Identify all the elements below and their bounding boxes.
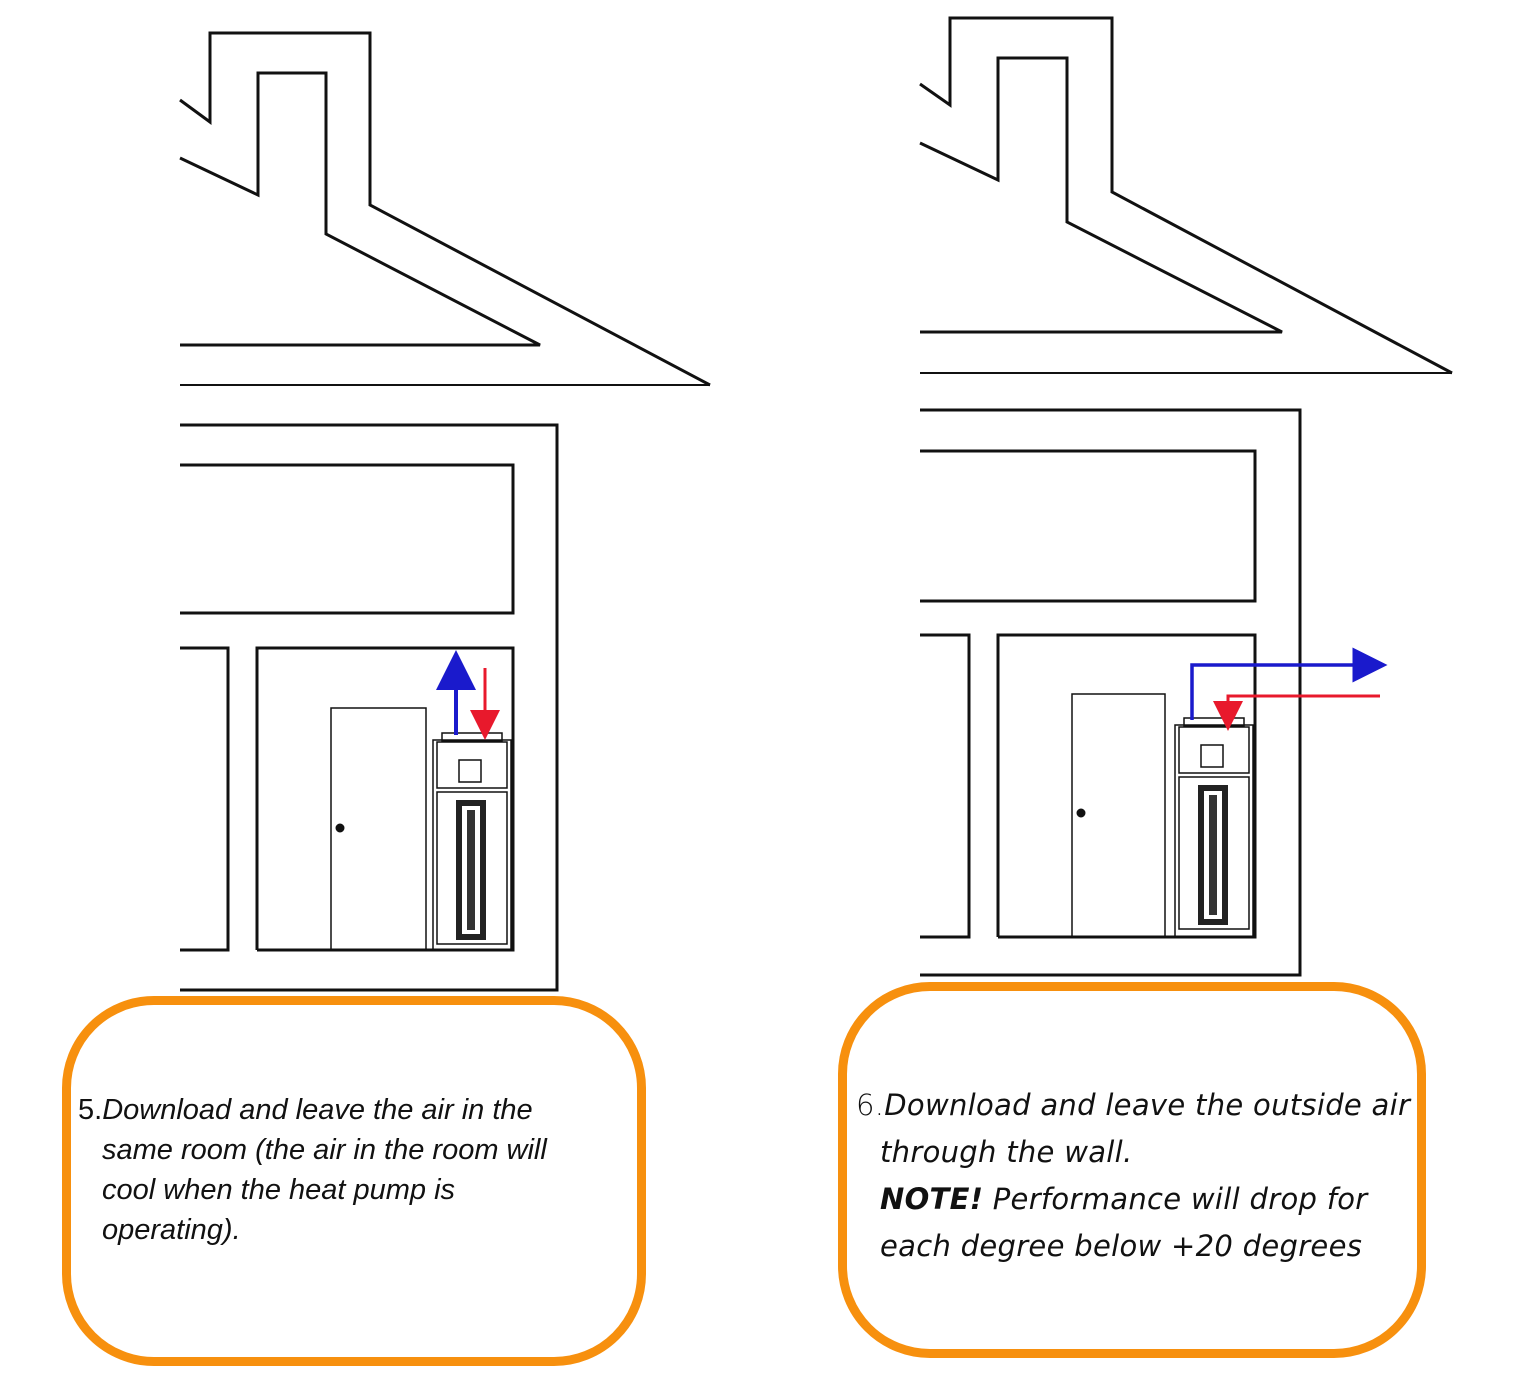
house-left (179, 31, 711, 992)
caption-left-line1: Download and leave the air in the (102, 1094, 533, 1126)
heat-pump-right (1174, 717, 1254, 938)
door-knob-left (335, 823, 345, 833)
airflow-arrows-left (436, 650, 500, 740)
roof-outer-left (179, 31, 711, 387)
note-text-1: Performance will drop for (983, 1182, 1368, 1216)
caption-left: 5.Download and leave the air in the same… (78, 1090, 638, 1250)
side-room-left (180, 646, 230, 952)
door-left (330, 707, 427, 951)
side-room-right (920, 633, 971, 939)
outer-wall-left (180, 423, 559, 992)
main-room-right (996, 633, 1257, 939)
house-right (919, 16, 1453, 977)
note-label: NOTE! (880, 1182, 984, 1216)
outer-wall-right (920, 408, 1302, 977)
roof-outer-right (919, 16, 1453, 375)
caption-right: 6.Download and leave the outside air thr… (856, 1082, 1416, 1270)
upper-room-right (920, 449, 1257, 603)
caption-left-line4: operating). (102, 1214, 241, 1246)
caption-right-line1: Download and leave the outside air (884, 1088, 1411, 1122)
intake-duct-right (1213, 694, 1380, 731)
step-number-right: 6. (856, 1088, 885, 1122)
caption-left-line3: cool when the heat pump is (102, 1174, 456, 1206)
airflow-arrows-right (1190, 647, 1388, 731)
exhaust-duct-right (1190, 647, 1388, 720)
callout-box-left (62, 996, 646, 1366)
caption-left-line2: same room (the air in the room will (102, 1134, 547, 1166)
caption-right-note-line: NOTE! Performance will drop for (856, 1176, 1416, 1223)
note-text-2: each degree below +20 degrees (880, 1229, 1363, 1263)
heat-pump-left (432, 732, 512, 951)
main-room-left (255, 646, 515, 952)
roof-inner-right (919, 56, 1283, 334)
callout-box-right (838, 982, 1426, 1358)
upper-room-left (180, 463, 515, 615)
caption-right-line2: through the wall. (880, 1135, 1133, 1169)
roof-inner-left (179, 71, 541, 347)
door-knob-right (1076, 808, 1086, 818)
door-right (1071, 693, 1166, 938)
step-number-left: 5. (78, 1094, 103, 1126)
